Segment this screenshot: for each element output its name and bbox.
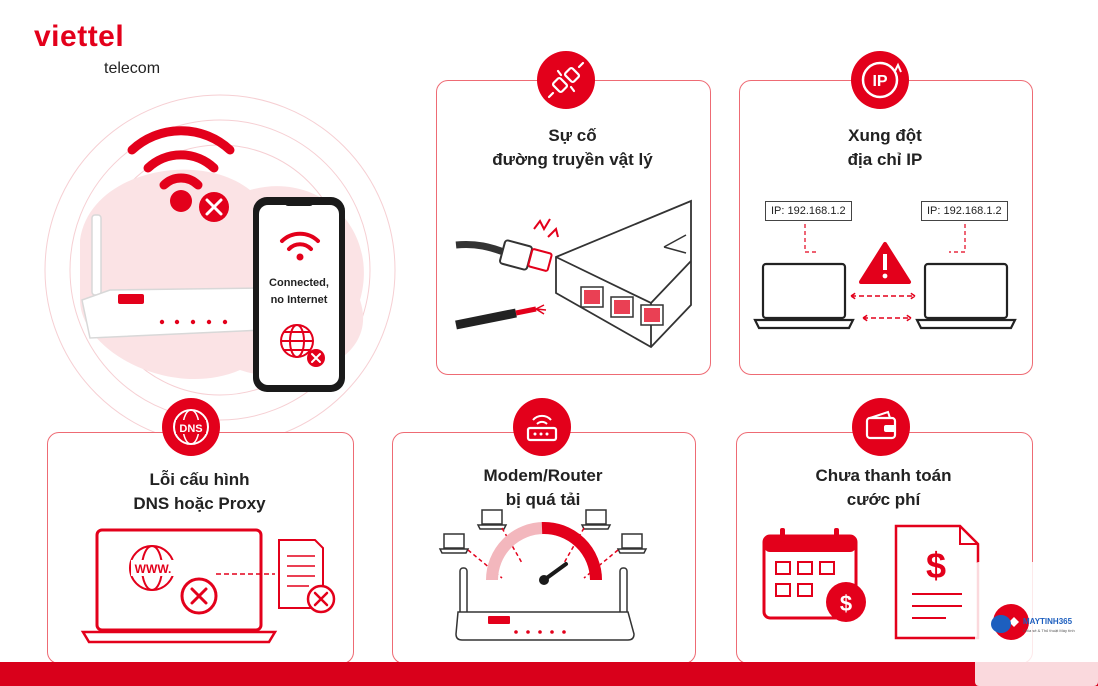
ip-conflict-illustration [753, 224, 1017, 330]
card-router-title-line1: Modem/Router [483, 466, 603, 485]
speed-gauge [486, 521, 602, 585]
plug-disconnect-icon [537, 51, 595, 109]
router-overload-illustration [438, 509, 648, 641]
brand-logo: viettel [34, 20, 125, 53]
globe-icon [280, 324, 314, 358]
brand-subtitle: telecom [104, 60, 161, 77]
ip-label-left: IP: 192.168.1.2 [765, 201, 852, 221]
phone-device [253, 197, 345, 392]
card-physical-title-line1: Sự cố [548, 126, 597, 145]
dns-illustration: WWW. [80, 528, 336, 644]
payment-illustration: $ $ [762, 524, 980, 640]
dns-badge-text: DNS [179, 423, 202, 435]
www-text: WWW. [135, 562, 172, 576]
ip-label-right: IP: 192.168.1.2 [921, 201, 1008, 221]
watermark-name: MAYTINH365 [1023, 617, 1073, 626]
dollar-coin-icon: $ [826, 582, 866, 622]
watermark-logo-icon [991, 604, 1029, 640]
card-dns-title-line1: Lỗi cấu hình [149, 470, 250, 489]
card-ip-title-line1: Xung đột [848, 126, 922, 145]
wallet-icon [852, 398, 910, 456]
laptop-left [753, 262, 855, 330]
svg-text:$: $ [840, 591, 852, 616]
card-payment-title-line2: cước phí [846, 490, 921, 509]
dns-icon: DNS [162, 398, 220, 456]
warning-icon [859, 242, 911, 284]
card-dns-title-line2: DNS hoặc Proxy [133, 494, 266, 513]
svg-text:$: $ [926, 545, 946, 586]
ip-badge-text: IP [872, 73, 887, 90]
ip-icon: IP [851, 51, 909, 109]
wifi-icon [127, 126, 235, 190]
router-icon [513, 398, 571, 456]
card-physical-title-line2: đường truyền vật lý [492, 150, 653, 169]
card-ip-title-line2: địa chỉ IP [847, 150, 923, 169]
laptop-right [915, 262, 1017, 330]
error-icon [199, 192, 229, 222]
cable-router-illustration [455, 199, 692, 349]
router-device [81, 214, 263, 339]
error-icon [306, 584, 336, 614]
watermark-sub: Chia sẻ & Thủ thuật Máy tính [1023, 628, 1075, 633]
error-icon [180, 577, 218, 615]
phone-status-line2: no Internet [270, 294, 328, 306]
card-payment-title-line1: Chưa thanh toán [815, 466, 952, 485]
invoice-icon: $ [894, 524, 980, 640]
phone-status-line1: Connected, [269, 277, 329, 289]
footer-bar [0, 662, 1098, 686]
card-router-title-line2: bị quá tải [505, 490, 581, 509]
